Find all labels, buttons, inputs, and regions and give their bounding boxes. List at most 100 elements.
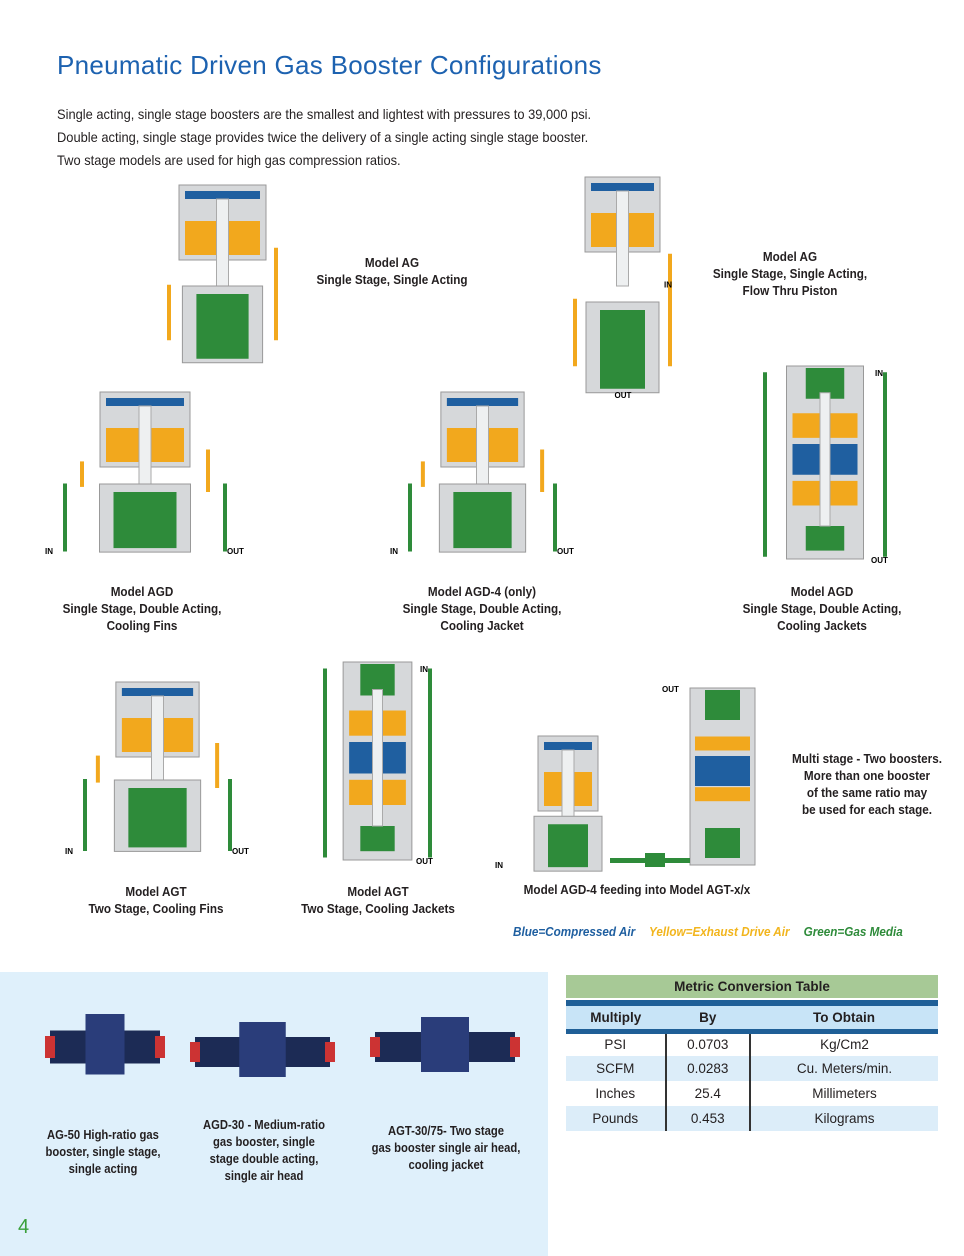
diagram-agd4-feeding-agt: IN OUT: [495, 685, 756, 872]
gas-chamber: [360, 826, 395, 852]
ag-50-photo: [45, 1014, 165, 1075]
gas-chamber: [548, 824, 588, 868]
compressed-air-zone: [121, 688, 194, 696]
intro-line: Two stage models are used for high gas c…: [57, 152, 401, 168]
exhaust-line: [573, 298, 577, 367]
gas-line: [83, 779, 87, 851]
piston-rod: [372, 689, 383, 827]
exhaust-air-zone: [695, 736, 750, 751]
gas-line: [428, 668, 432, 858]
gas-line: [63, 483, 67, 552]
piston-rod: [216, 198, 229, 295]
out-port-label: OUT: [416, 857, 433, 866]
exhaust-line: [540, 449, 545, 492]
gas-line: [228, 779, 232, 851]
end-cap: [325, 1042, 335, 1062]
gas-line: [883, 372, 887, 557]
diagram-agt-jackets: IN OUT: [323, 661, 433, 866]
exhaust-line: [215, 743, 220, 788]
end-cap: [370, 1037, 380, 1057]
end-cap: [190, 1042, 200, 1062]
col-header: By: [665, 1000, 751, 1034]
compressed-air-zone: [591, 183, 654, 191]
table-header-row: Multiply By To Obtain: [566, 1000, 938, 1034]
gas-chamber: [128, 788, 187, 848]
out-port-label: OUT: [662, 685, 679, 694]
transfer-fitting: [645, 853, 665, 867]
gas-chamber: [453, 492, 512, 549]
col-header: To Obtain: [750, 1000, 938, 1034]
piston-rod: [616, 190, 629, 287]
gas-line: [223, 483, 227, 552]
gas-chamber: [705, 690, 740, 720]
air-drive: [239, 1022, 286, 1077]
table-title: Metric Conversion Table: [566, 975, 938, 998]
piston-rod: [819, 392, 831, 527]
diagram-ag-flow-thru: IN OUT: [573, 176, 672, 400]
exhaust-line: [274, 247, 278, 341]
diagram-agd-fins: IN OUT: [45, 391, 244, 556]
end-cap: [510, 1037, 520, 1057]
gas-line: [323, 668, 327, 858]
exhaust-air-zone: [695, 787, 750, 802]
gas-chamber: [705, 828, 740, 858]
exhaust-line: [95, 755, 100, 783]
compressed-air-zone: [185, 191, 260, 199]
legend-blue: Blue=Compressed Air: [513, 924, 636, 939]
compressed-air-zone: [695, 756, 750, 786]
intro-line: Double acting, single stage provides twi…: [57, 129, 589, 145]
in-port-label: IN: [45, 547, 53, 556]
air-drive: [85, 1014, 125, 1075]
exhaust-line: [167, 284, 171, 341]
in-port-label: IN: [664, 281, 672, 290]
page-title: Pneumatic Driven Gas Booster Configurati…: [57, 50, 602, 80]
in-port-label: IN: [495, 861, 503, 870]
exhaust-line: [420, 461, 425, 487]
multistage-note: Multi stage - Two boosters.More than one…: [792, 751, 942, 817]
metric-conversion-table: Metric Conversion Table Multiply By To O…: [566, 975, 938, 1131]
diagram-label: Model AGD-4 (only)Single Stage, Double A…: [402, 584, 562, 633]
gas-line: [763, 372, 767, 557]
air-drive: [421, 1017, 469, 1072]
agd-30-photo: [190, 1022, 335, 1077]
out-port-label: OUT: [871, 556, 888, 565]
diagram-label: Model AGD-4 feeding into Model AGT-x/x: [523, 882, 751, 897]
gas-line: [553, 483, 557, 552]
intro-text: Single acting, single stage boosters are…: [57, 103, 591, 172]
end-cap: [155, 1036, 165, 1058]
gas-chamber: [113, 492, 177, 549]
legend-green: Green=Gas Media: [803, 924, 903, 939]
end-cap: [45, 1036, 55, 1058]
out-port-label: OUT: [227, 547, 244, 556]
compressed-air-zone: [106, 398, 184, 406]
diagram-agd-jackets: IN OUT: [763, 365, 888, 565]
gas-chamber: [196, 294, 249, 359]
in-port-label: IN: [65, 847, 73, 856]
diagram-agd4-jacket: IN OUT: [390, 391, 574, 556]
col-header: Multiply: [566, 1000, 666, 1034]
in-port-label: IN: [390, 547, 398, 556]
gas-chamber: [805, 526, 845, 551]
in-port-label: IN: [420, 665, 428, 674]
legend-yellow: Yellow=Exhaust Drive Air: [648, 924, 790, 939]
compressed-air-zone: [446, 398, 519, 406]
intro-line: Single acting, single stage boosters are…: [57, 106, 592, 122]
in-port-label: IN: [875, 369, 883, 378]
gas-chamber: [600, 310, 645, 389]
out-port-label: OUT: [615, 391, 632, 400]
color-legend: Blue=Compressed Air Yellow=Exhaust Drive…: [513, 924, 914, 939]
out-port-label: OUT: [557, 547, 574, 556]
